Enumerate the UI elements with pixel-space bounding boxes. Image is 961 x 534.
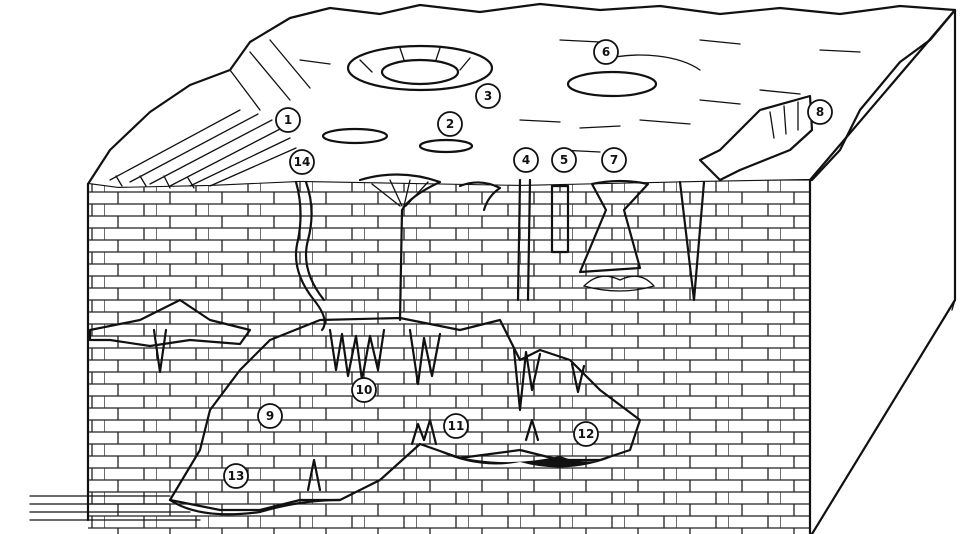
callout-3: 3 <box>475 83 501 109</box>
callout-9-label: 9 <box>266 409 274 423</box>
callout-labels: 1 2 3 4 5 6 7 8 9 10 11 12 13 14 <box>223 39 833 489</box>
speleothems <box>152 328 586 492</box>
callout-14: 14 <box>289 149 315 175</box>
callout-4-label: 4 <box>522 153 530 167</box>
surface-texture <box>299 39 861 153</box>
floor-deposits <box>29 452 620 521</box>
right-cave-entrance <box>678 94 814 302</box>
callout-14-label: 14 <box>294 155 311 169</box>
surface-dolines <box>321 44 701 154</box>
callout-6: 6 <box>593 39 619 65</box>
callout-1: 1 <box>275 107 301 133</box>
stratified-slopes <box>109 39 311 189</box>
callout-4: 4 <box>513 147 539 173</box>
callout-11: 11 <box>443 413 469 439</box>
callout-7-label: 7 <box>610 153 618 167</box>
callout-1-label: 1 <box>284 113 292 127</box>
callout-13-label: 13 <box>228 469 245 483</box>
limestone-front-face <box>86 178 812 534</box>
callout-5-label: 5 <box>560 153 568 167</box>
callout-11-label: 11 <box>448 419 465 433</box>
callout-9: 9 <box>257 403 283 429</box>
callout-12: 12 <box>573 421 599 447</box>
callout-10: 10 <box>351 377 377 403</box>
callout-8: 8 <box>807 99 833 125</box>
side-passage <box>88 298 252 348</box>
callout-12-label: 12 <box>578 427 595 441</box>
side-face <box>808 8 957 534</box>
callout-2-label: 2 <box>446 117 454 131</box>
cave-chamber <box>168 316 642 512</box>
callout-7: 7 <box>601 147 627 173</box>
callout-13: 13 <box>223 463 249 489</box>
callout-3-label: 3 <box>484 89 492 103</box>
callout-2: 2 <box>437 111 463 137</box>
shafts <box>294 173 656 332</box>
callout-8-label: 8 <box>816 105 824 119</box>
callout-6-label: 6 <box>602 45 610 59</box>
callout-10-label: 10 <box>356 383 373 397</box>
callout-5: 5 <box>551 147 577 173</box>
